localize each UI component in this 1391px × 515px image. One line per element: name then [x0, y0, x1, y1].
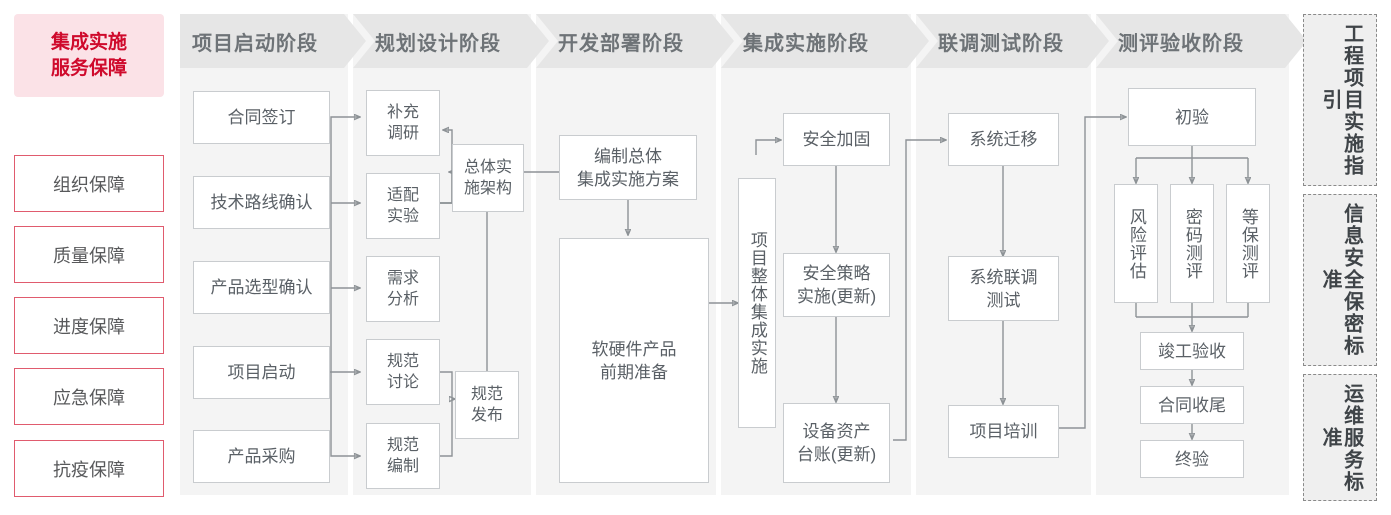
node-contract-signing[interactable]: 合同签订 [193, 91, 330, 144]
node-adaptation-experiment-line2: 实验 [386, 208, 419, 225]
node-adaptation-experiment-line1: 适配 [386, 187, 419, 204]
node-demand-analysis-line1: 需求 [386, 270, 419, 287]
node-hardware-software-preparation[interactable]: 软硬件产品 前期准备 [559, 238, 709, 483]
node-joint-test-line1: 系统联调 [969, 267, 1038, 287]
node-plan-line1: 编制总体 [594, 146, 662, 166]
node-prepare-line1: 软硬件产品 [591, 339, 677, 359]
node-security-policy-line2: 实施(更新) [796, 287, 877, 306]
node-supplementary-research-line2: 调研 [386, 125, 419, 142]
node-system-joint-test[interactable]: 系统联调 测试 [948, 256, 1059, 321]
guarantee-item-organization[interactable]: 组织保障 [14, 155, 164, 212]
phase-header-label-5: 联调测试阶段 [938, 32, 1064, 55]
node-cryptography-evaluation[interactable]: 密码测评 [1170, 184, 1214, 303]
phase-header-3[interactable]: 开发部署阶段 [536, 14, 734, 68]
node-spec-drafting[interactable]: 规范 编制 [366, 423, 440, 489]
node-spec-drafting-line1: 规范 [386, 437, 419, 454]
node-joint-test-line2: 测试 [986, 290, 1021, 310]
node-spec-publication[interactable]: 规范 发布 [455, 371, 519, 439]
standard-operation-service[interactable]: 运维服务标准 [1303, 374, 1377, 501]
node-project-training[interactable]: 项目培训 [948, 405, 1059, 458]
node-security-hardening[interactable]: 安全加固 [783, 113, 890, 166]
phase-header-5[interactable]: 联调测试阶段 [916, 14, 1109, 68]
phase-header-4[interactable]: 集成实施阶段 [721, 14, 929, 68]
guarantee-item-epidemic[interactable]: 抗疫保障 [14, 440, 164, 497]
phase-header-label-6: 测评验收阶段 [1118, 32, 1244, 55]
node-risk-assessment[interactable]: 风险评估 [1114, 184, 1158, 303]
node-supplementary-research[interactable]: 补充 调研 [366, 90, 440, 156]
phase-header-label-3: 开发部署阶段 [558, 32, 684, 55]
guarantee-title-box: 集成实施 服务保障 [14, 14, 164, 97]
guarantee-item-emergency[interactable]: 应急保障 [14, 368, 164, 425]
phase-header-6[interactable]: 测评验收阶段 [1096, 14, 1307, 68]
phase-header-1[interactable]: 项目启动阶段 [180, 14, 366, 68]
standard-information-security[interactable]: 信息安全保密标准 [1303, 194, 1377, 366]
node-asset-ledger-line2: 台账(更新) [796, 445, 877, 464]
node-demand-analysis-line2: 分析 [386, 291, 419, 308]
node-adaptation-experiment[interactable]: 适配 实验 [366, 173, 440, 239]
node-overall-architecture-line2: 施架构 [463, 180, 512, 197]
node-preliminary-acceptance[interactable]: 初验 [1128, 88, 1256, 146]
node-spec-publication-line1: 规范 [470, 386, 503, 403]
node-final-acceptance[interactable]: 终验 [1140, 440, 1244, 478]
node-asset-ledger-line1: 设备资产 [802, 422, 871, 441]
node-security-policy-implementation[interactable]: 安全策略 实施(更新) [783, 253, 890, 317]
node-overall-implementation-architecture[interactable]: 总体实 施架构 [452, 144, 524, 212]
node-prepare-line2: 前期准备 [600, 362, 668, 382]
node-spec-discussion[interactable]: 规范 讨论 [366, 339, 440, 405]
node-overall-architecture-line1: 总体实 [463, 159, 512, 176]
node-security-policy-line1: 安全策略 [802, 264, 871, 283]
guarantee-title-line1: 集成实施 [50, 31, 127, 53]
node-product-purchase[interactable]: 产品采购 [193, 430, 330, 483]
phase-header-label-2: 规划设计阶段 [375, 32, 501, 55]
node-spec-publication-line2: 发布 [470, 407, 503, 424]
phase-header-label-1: 项目启动阶段 [192, 32, 318, 55]
node-completion-acceptance[interactable]: 竣工验收 [1140, 332, 1244, 370]
node-compile-overall-integration-plan[interactable]: 编制总体 集成实施方案 [559, 135, 697, 200]
node-overall-project-integration[interactable]: 项目整体集成实施 [738, 178, 776, 428]
standard-information-security-label: 信息安全保密标准 [1319, 203, 1363, 357]
node-system-migration[interactable]: 系统迁移 [948, 113, 1059, 166]
node-mlps-evaluation[interactable]: 等保测评 [1226, 184, 1270, 303]
node-tech-route-confirm[interactable]: 技术路线确认 [193, 176, 330, 229]
guarantee-item-schedule[interactable]: 进度保障 [14, 297, 164, 354]
node-product-selection-confirm[interactable]: 产品选型确认 [193, 261, 330, 314]
phase-header-2[interactable]: 规划设计阶段 [353, 14, 549, 68]
standard-engineering-guideline[interactable]: 工程项目实施指引 [1303, 14, 1377, 186]
standard-engineering-guideline-label: 工程项目实施指引 [1319, 23, 1363, 177]
node-equipment-asset-ledger[interactable]: 设备资产 台账(更新) [783, 403, 890, 483]
phase-header-label-4: 集成实施阶段 [743, 32, 869, 55]
node-demand-analysis[interactable]: 需求 分析 [366, 256, 440, 322]
standard-operation-service-label: 运维服务标准 [1319, 382, 1363, 493]
node-plan-line2: 集成实施方案 [577, 169, 679, 189]
node-contract-closure[interactable]: 合同收尾 [1140, 386, 1244, 424]
guarantee-title-line2: 服务保障 [50, 57, 127, 79]
node-project-kickoff[interactable]: 项目启动 [193, 346, 330, 399]
node-supplementary-research-line1: 补充 [386, 104, 419, 121]
node-spec-drafting-line2: 编制 [386, 458, 419, 475]
guarantee-item-quality[interactable]: 质量保障 [14, 226, 164, 283]
node-spec-discussion-line2: 讨论 [386, 374, 419, 391]
phase-column-body-1 [180, 14, 348, 495]
node-spec-discussion-line1: 规范 [386, 353, 419, 370]
